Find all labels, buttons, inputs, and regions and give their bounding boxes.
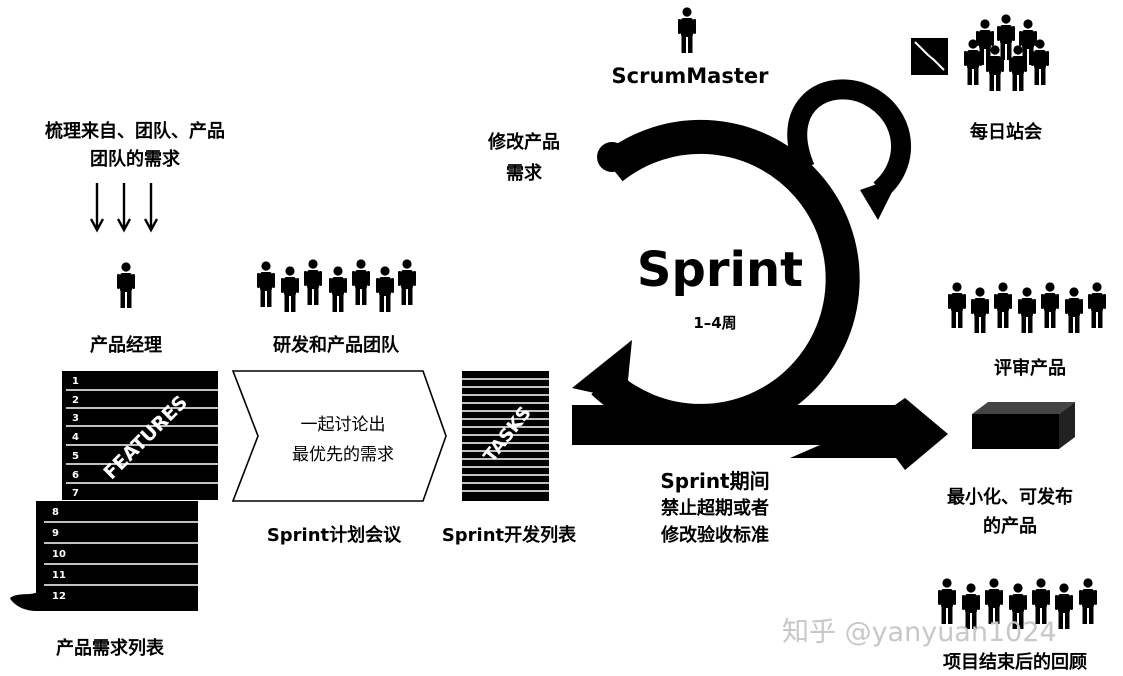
- backlog-row-number: 7: [72, 488, 79, 499]
- daily-standup-label: 每日站会: [970, 122, 1042, 143]
- sprint-rule-line1: Sprint期间: [660, 469, 770, 493]
- dev-team-label: 研发和产品团队: [273, 335, 399, 356]
- requirements-source-line1: 梳理来自、团队、产品: [45, 121, 225, 142]
- backlog-row-number: 12: [52, 591, 66, 602]
- mvp-box-icon: [972, 402, 1075, 449]
- scrum-master-label: ScrumMaster: [611, 64, 769, 88]
- planning-chevron: [231, 370, 447, 502]
- backlog-row-number: 5: [72, 451, 79, 462]
- requirements-source-line2: 团队的需求: [90, 149, 180, 170]
- daily-standup-icon: [911, 14, 1049, 91]
- sprint-backlog-tasks: TASKS: [462, 371, 549, 501]
- output-arrow: [572, 398, 948, 470]
- daily-loop-arrow: [787, 79, 911, 220]
- backlog-row-number: 9: [52, 528, 59, 539]
- watermark: 知乎 @yanyuan1024: [782, 617, 1057, 648]
- backlog-row-number: 2: [72, 395, 79, 406]
- planning-meeting-label: Sprint计划会议: [266, 525, 402, 546]
- down-arrows: [89, 183, 159, 233]
- retrospective-label: 项目结束后的回顾: [943, 652, 1087, 673]
- backlog-row-number: 4: [72, 432, 79, 443]
- backlog-row-number: 11: [52, 570, 66, 581]
- planning-line2: 最优先的需求: [292, 445, 394, 465]
- planning-line1: 一起讨论出: [300, 415, 386, 435]
- review-team-icon: [948, 282, 1106, 333]
- product-manager-icon: [117, 262, 135, 308]
- sprint-title: Sprint: [636, 242, 804, 298]
- sprint-duration: 1–4周: [693, 314, 737, 332]
- backlog-row-number: 10: [52, 549, 66, 560]
- modify-requirements-line2: 需求: [506, 163, 542, 184]
- mvp-line1: 最小化、可发布: [947, 487, 1073, 508]
- backlog-row-number: 8: [52, 507, 59, 518]
- scrum-master-icon: [678, 7, 696, 53]
- dev-team-icon: [257, 259, 416, 312]
- sprint-rule-line3: 修改验收标准: [661, 525, 769, 546]
- sprint-rule-line2: 禁止超期或者: [661, 498, 769, 519]
- sprint-backlog-label: Sprint开发列表: [441, 525, 577, 546]
- backlog-row-number: 6: [72, 470, 79, 481]
- product-backlog-stack: 1 2 3 4 5 6 7 8 9 10 11 12 FEATURES: [10, 371, 218, 611]
- product-manager-label: 产品经理: [90, 335, 162, 356]
- mvp-line2: 的产品: [983, 516, 1037, 537]
- backlog-row-number: 1: [72, 376, 79, 387]
- modify-requirements-line1: 修改产品: [488, 132, 560, 153]
- product-backlog-label: 产品需求列表: [56, 638, 164, 659]
- backlog-row-number: 3: [72, 413, 79, 424]
- review-label: 评审产品: [994, 358, 1066, 379]
